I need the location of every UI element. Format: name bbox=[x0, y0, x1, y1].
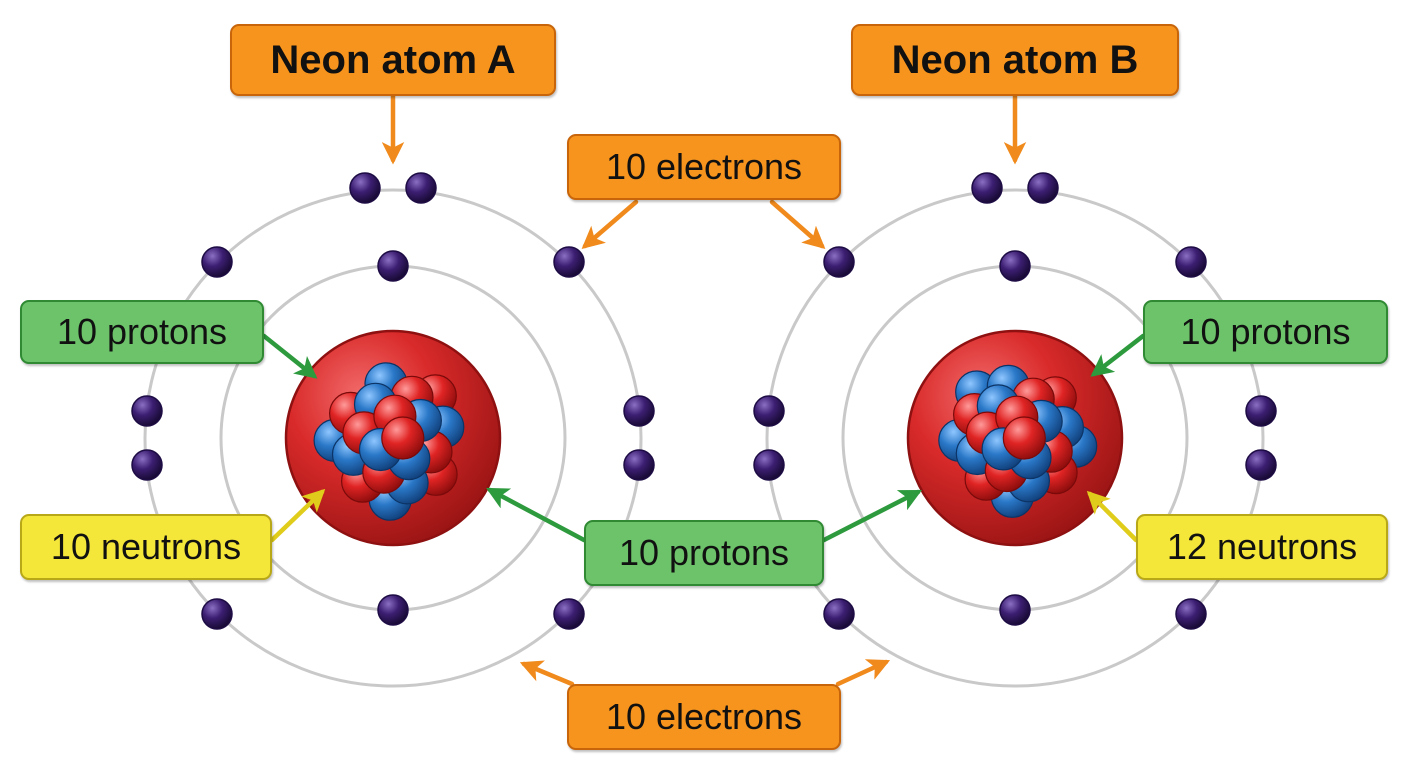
protons-label-center: 10 protons bbox=[584, 520, 824, 586]
nucleus-b bbox=[906, 329, 1124, 547]
arrows bbox=[261, 93, 1146, 687]
atom-b-protons-label: 10 protons bbox=[1143, 300, 1388, 364]
arrow-electrons-top-left bbox=[581, 199, 639, 249]
electron-a bbox=[553, 598, 585, 630]
arrow-electrons-bottom-right bbox=[835, 659, 891, 687]
electron-b bbox=[999, 594, 1031, 626]
electron-a bbox=[553, 246, 585, 278]
proton bbox=[381, 416, 425, 460]
arrow-electrons-bottom-left bbox=[519, 660, 575, 687]
atom-a-neutrons-label: 10 neutrons bbox=[20, 514, 272, 580]
proton bbox=[1002, 416, 1046, 460]
arrow-electrons-top-right bbox=[769, 199, 826, 249]
electrons-label-bottom: 10 electrons bbox=[567, 684, 841, 750]
electron-a bbox=[131, 449, 163, 481]
electron-a bbox=[377, 594, 409, 626]
electron-b bbox=[753, 449, 785, 481]
electron-b bbox=[1175, 598, 1207, 630]
electron-a bbox=[131, 395, 163, 427]
electron-b bbox=[823, 598, 855, 630]
arrow-protons-center-right bbox=[821, 489, 923, 543]
electron-b bbox=[823, 246, 855, 278]
nucleus-a bbox=[284, 329, 502, 547]
electron-a bbox=[201, 246, 233, 278]
electron-b bbox=[1175, 246, 1207, 278]
outer-orbit-a bbox=[143, 188, 643, 688]
electron-b bbox=[999, 250, 1031, 282]
electron-b bbox=[1245, 395, 1277, 427]
electron-b bbox=[971, 172, 1003, 204]
electron-a bbox=[623, 395, 655, 427]
electron-a bbox=[201, 598, 233, 630]
nuclei bbox=[284, 329, 1124, 547]
atom-a-protons-label: 10 protons bbox=[20, 300, 264, 364]
electron-a bbox=[623, 449, 655, 481]
arrow-protons-center-left bbox=[486, 487, 587, 543]
atom-a-title: Neon atom A bbox=[230, 24, 556, 96]
arrow-neutrons-a bbox=[269, 488, 326, 543]
electrons-label-top: 10 electrons bbox=[567, 134, 841, 200]
arrow-protons-b bbox=[1090, 333, 1146, 377]
atom-b-neutrons-label: 12 neutrons bbox=[1136, 514, 1388, 580]
electrons bbox=[131, 172, 1277, 630]
arrow-protons-a bbox=[261, 333, 318, 379]
electron-b bbox=[753, 395, 785, 427]
outer-orbit-b bbox=[765, 188, 1265, 688]
electron-a bbox=[349, 172, 381, 204]
electron-b bbox=[1245, 449, 1277, 481]
electron-b bbox=[1027, 172, 1059, 204]
electron-a bbox=[405, 172, 437, 204]
electron-a bbox=[377, 250, 409, 282]
arrow-neutrons-b bbox=[1086, 490, 1139, 543]
atom-b-title: Neon atom B bbox=[851, 24, 1179, 96]
